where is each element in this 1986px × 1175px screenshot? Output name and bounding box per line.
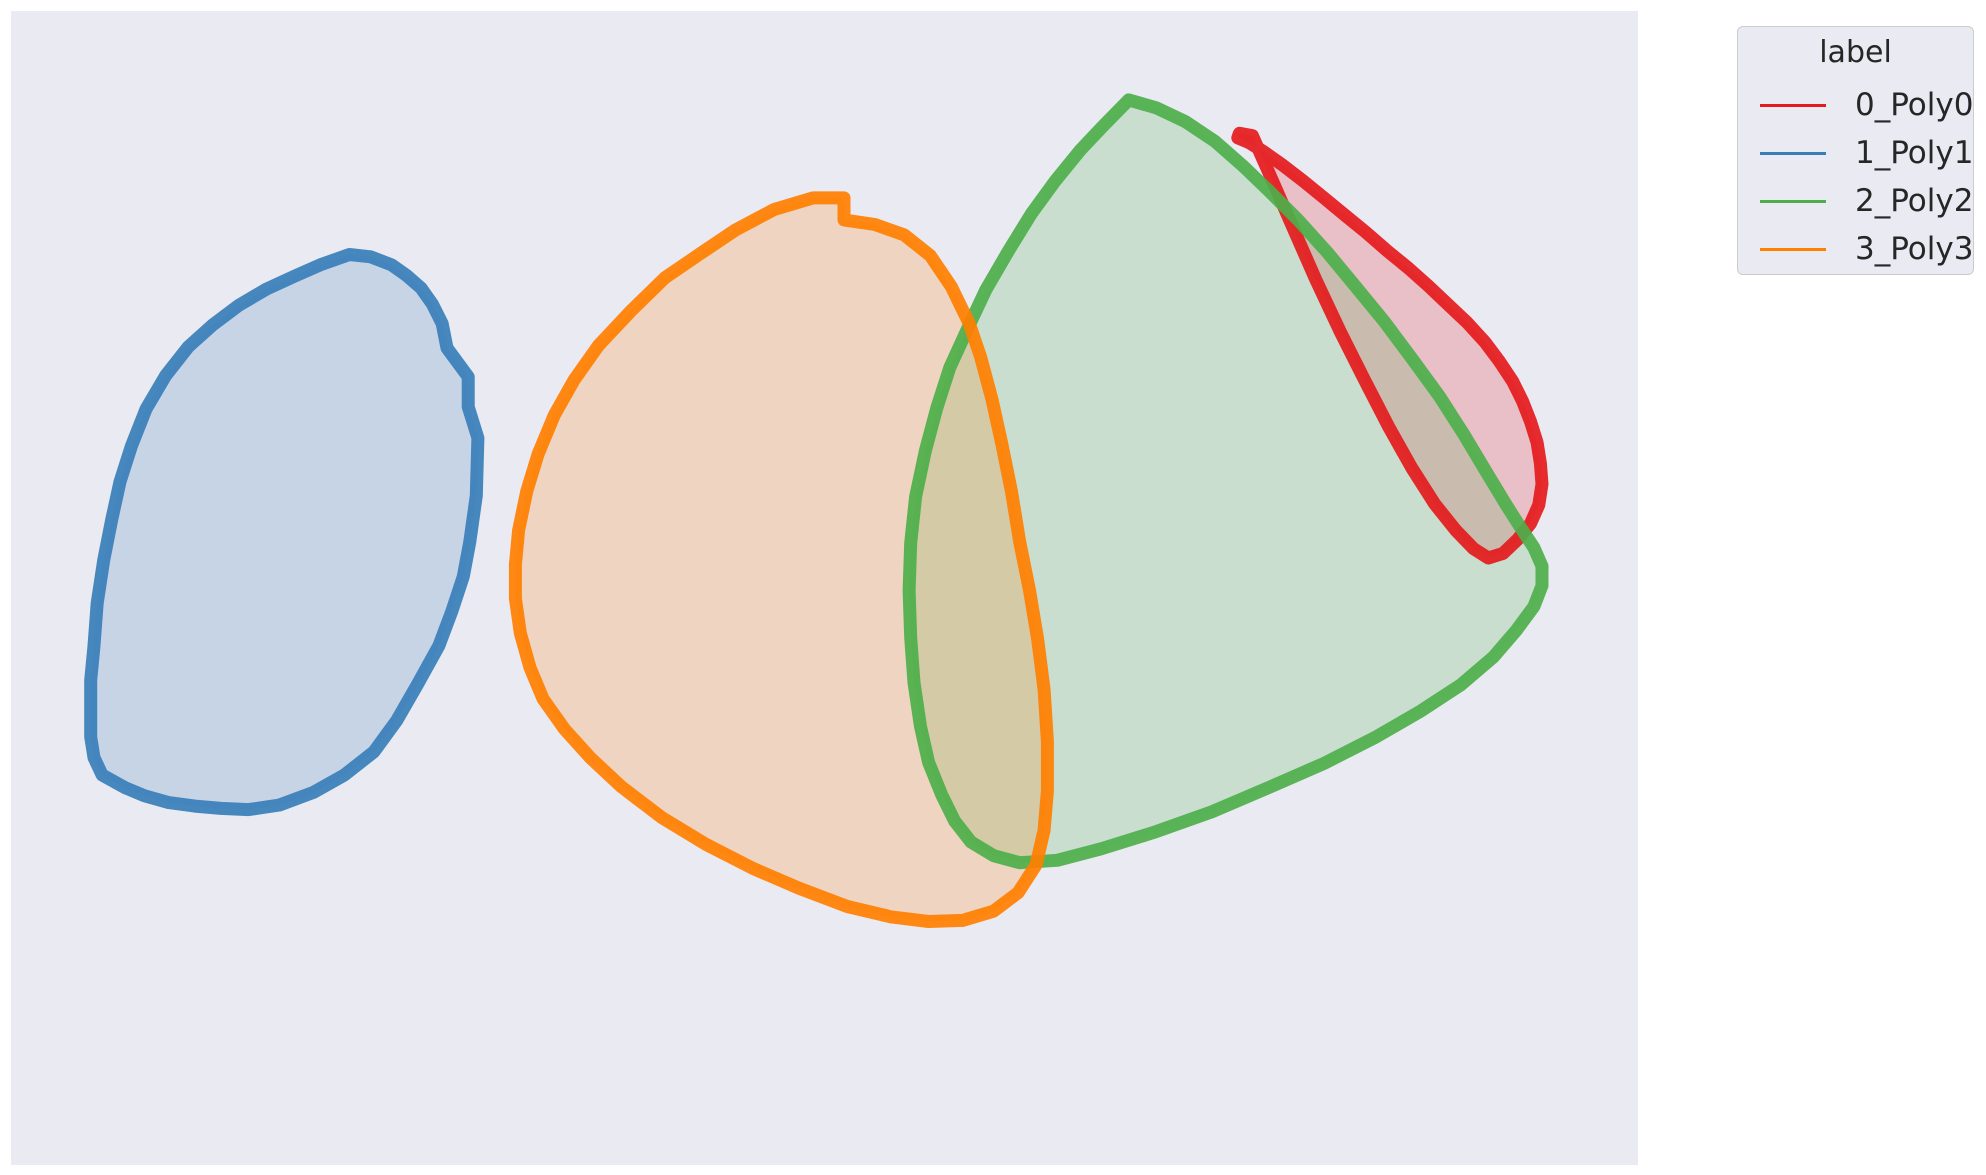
legend-item-3: 3_Poly3 [1750,229,1974,269]
legend-item-2: 2_Poly2 [1750,181,1974,221]
legend-line-2 [1760,200,1826,203]
legend-line-1 [1760,152,1826,155]
polygon-fill-1 [90,254,478,810]
polygon-outline-1 [84,248,485,817]
polygon-layer [84,93,1549,928]
polygon-outline-0 [1231,126,1549,565]
legend-item-0: 0_Poly0 [1750,85,1974,125]
legend-label-0: 0_Poly0 [1855,87,1974,123]
polygon-outline-3 [508,191,1054,928]
legend-title: label [1819,35,1892,70]
polygon-outline-2 [902,93,1549,870]
legend-line-0 [1760,104,1826,107]
legend-label-3: 3_Poly3 [1855,231,1974,267]
legend-label-2: 2_Poly2 [1855,183,1974,219]
legend: label 0_Poly0 1_Poly1 2_Poly2 3_Poly3 [1737,26,1974,275]
polygon-fill-2 [909,99,1542,863]
legend-item-1: 1_Poly1 [1750,133,1974,173]
legend-label-1: 1_Poly1 [1855,135,1974,171]
legend-line-3 [1760,248,1826,251]
polygon-fill-3 [515,197,1048,922]
